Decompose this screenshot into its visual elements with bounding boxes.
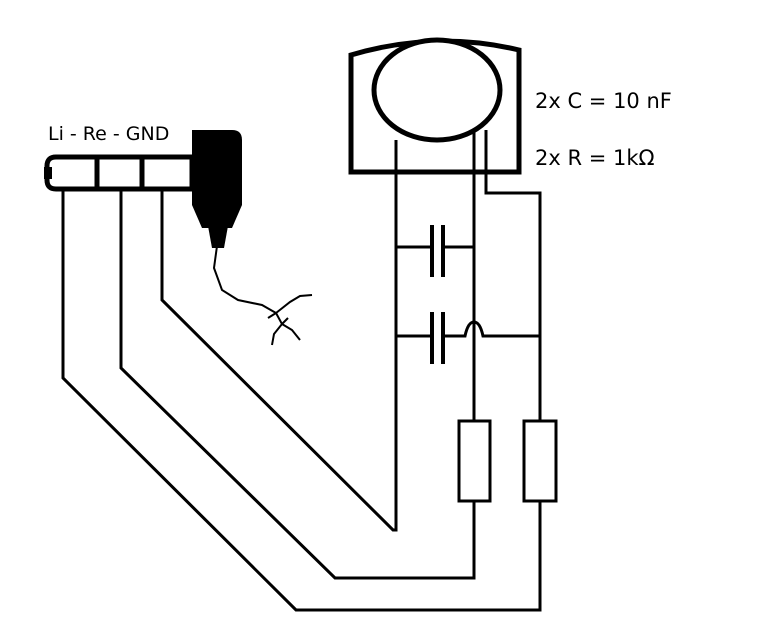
jack-handle (192, 130, 242, 228)
audio-jack-icon (44, 130, 242, 248)
capacitor-icon (430, 312, 445, 364)
wire-gnd (160, 140, 398, 532)
jack-tip-notch (44, 167, 52, 179)
cap2-lead-right (443, 320, 540, 338)
potentiometer-icon (348, 37, 522, 175)
capacitor-icon (430, 225, 445, 277)
jack-tip (44, 154, 100, 192)
wiring (61, 130, 542, 612)
jack-ring (94, 154, 145, 192)
resistor-spec-label: 2x R = 1kΩ (535, 146, 655, 170)
wire-left (61, 189, 542, 612)
frayed-cable-icon (212, 245, 313, 346)
capacitor-spec-label: 2x C = 10 nF (535, 89, 672, 113)
wire-right (119, 189, 476, 580)
potentiometer-knob (371, 37, 503, 143)
jack-strain-relief (208, 226, 228, 248)
jack-sleeve (139, 154, 195, 192)
resistor-icon (522, 419, 558, 503)
wire-pot-right (484, 130, 542, 421)
resistor-icon (457, 419, 492, 503)
jack-pin-label: Li - Re - GND (48, 123, 169, 145)
